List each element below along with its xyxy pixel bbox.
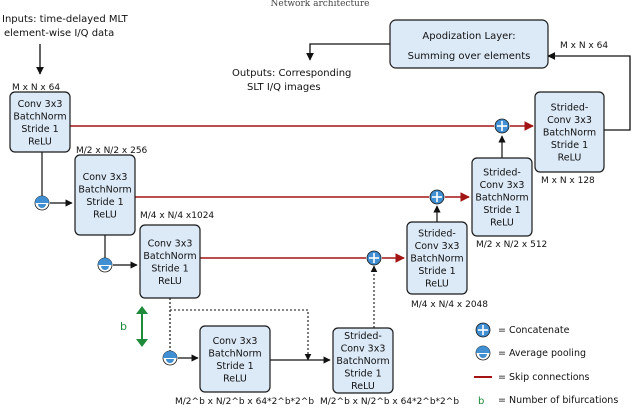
block-dec2-line-3: BatchNorm [475,193,528,204]
block-enc3-line-1: Conv 3x3 [148,238,193,249]
block-bottom1-line-2: BatchNorm [208,348,261,359]
legend: = Concatenate = Average pooling = Skip c… [474,322,618,407]
block-enc2-line-4: ReLU [93,209,117,220]
top-caption: Network architecture [271,0,370,9]
block-dec1-box [534,91,605,173]
bottom2-dims: M/2^b x N/2^b x 64*2^b*2^b [320,397,459,407]
block-dec2-box [471,157,533,237]
legend-bif-symbol: b [478,396,484,407]
block-bottom1-line-3: Stride 1 [216,361,253,372]
concat-node-3-icon [366,250,382,266]
outputs-label-line2: SLT I/Q images [247,82,321,93]
block-dec3-line-3: BatchNorm [410,254,463,265]
block-enc3-line-3: Stride 1 [151,263,188,274]
b-arrow-up [136,306,148,314]
dotted-bypass-to-bottom2 [170,309,312,361]
legend-pool-icon [475,345,491,361]
dec1-to-apodization-arrow [547,52,631,131]
dec3-dims: M/4 x N/4 x 2048 [411,300,488,310]
nodes-layer [34,118,510,366]
block-enc2-line-1: Conv 3x3 [83,172,128,183]
block-bottom1-line-1: Conv 3x3 [213,336,258,347]
block-dec3-line-2: Conv 3x3 [415,241,460,252]
block-bottom2-line-5: ReLU [351,381,375,392]
b-label: b [120,320,127,333]
block-bottom1-box [199,325,271,393]
block-bottom2-line-3: BatchNorm [336,356,389,367]
block-enc1-line-1: Conv 3x3 [18,99,63,110]
block-dec1-line-1: Strided- [551,103,589,114]
block-enc2-line-2: BatchNorm [78,184,131,195]
block-dec2-line-5: ReLU [490,218,514,229]
block-dec1-line-2: Conv 3x3 [547,115,592,126]
concat-icon [475,322,491,338]
apodization-subtitle: Summing over elements [408,51,531,62]
block-enc2-box [74,154,136,236]
enc2-dims: M/2 x N/2 x 256 [76,146,148,156]
b-arrow-down [136,339,148,347]
block-dec3-box [406,221,468,295]
outputs-label-line1: Outputs: Corresponding [232,68,351,79]
inputs-label-line1: Inputs: time-delayed MLT [2,14,129,25]
dec2-dims: M/2 x N/2 x 512 [476,240,547,250]
block-bottom2-box [332,327,394,394]
apod-input-dims: M x N x 64 [560,41,608,51]
block-enc3-box [139,224,201,299]
block-dec3-line-4: Stride 1 [418,266,455,277]
block-bottom1-line-4: ReLU [223,373,247,384]
block-dec2-line-2: Conv 3x3 [480,180,525,191]
block-enc2-line-3: Stride 1 [86,197,123,208]
concat-node-2-icon [429,189,445,205]
pool-node-3-icon [162,350,178,366]
half-circle-icon [475,345,491,361]
block-dec1-line-4: Stride 1 [551,140,588,151]
block-enc1-line-3: Stride 1 [21,124,58,135]
block-dec3-line-1: Strided- [418,229,456,240]
legend-concat-text: = Concatenate [498,325,570,336]
apodization-to-output-arrow [306,43,390,61]
concat-node-1-icon [494,118,510,134]
block-dec1-line-5: ReLU [558,153,582,164]
legend-pool-text: = Average pooling [498,348,586,359]
dec1-dims: M x N x 128 [541,176,595,186]
block-bottom2-line-2: Conv 3x3 [341,344,386,355]
bottom1-dims: M/2^b x N/2^b x 64*2^b*2^b [175,397,314,407]
block-dec1-line-3: BatchNorm [543,128,596,139]
enc1-dims: M x N x 64 [12,83,60,93]
legend-bif-text: = Number of bifurcations [498,395,618,406]
pool-node-2-icon [97,257,113,273]
apodization-title: Apodization Layer: [422,31,515,42]
legend-concat-icon [475,322,491,338]
legend-skip-text: = Skip connections [498,372,590,383]
block-dec3-line-5: ReLU [425,279,449,290]
block-enc1-line-2: BatchNorm [13,111,66,122]
block-enc3-line-4: ReLU [158,276,182,287]
block-dec2-line-4: Stride 1 [483,205,520,216]
block-enc1-box [9,91,71,153]
apodization-layer: Apodization Layer: Summing over elements [389,19,549,69]
pool-node-1-icon [34,195,50,211]
inputs-label-line2: element-wise I/Q data [4,28,114,39]
enc3-dims: M/4 x N/4 x1024 [140,211,214,221]
block-bottom2-line-1: Strided- [344,331,382,342]
block-enc1-line-4: ReLU [28,136,52,147]
block-enc3-line-2: BatchNorm [143,251,196,262]
block-bottom2-line-4: Stride 1 [344,369,381,380]
block-dec2-line-1: Strided- [483,168,521,179]
